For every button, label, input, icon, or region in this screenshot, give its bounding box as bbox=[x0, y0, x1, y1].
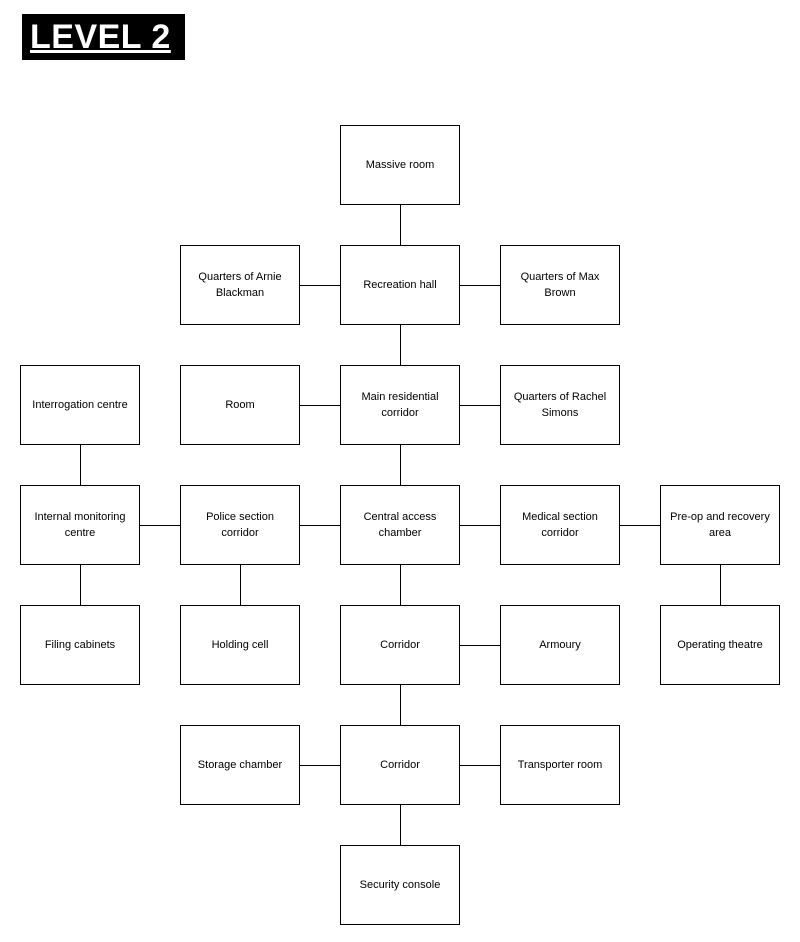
room-label: Room bbox=[225, 399, 255, 411]
room-node-room: Room bbox=[180, 365, 300, 445]
room-node-quarters-rachel-simons: Quarters of Rachel Simons bbox=[500, 365, 620, 445]
room-node-holding-cell: Holding cell bbox=[180, 605, 300, 685]
connector-line bbox=[719, 565, 721, 605]
connector-line bbox=[460, 524, 500, 526]
room-node-police-section-corridor: Police section corridor bbox=[180, 485, 300, 565]
connector-line bbox=[460, 404, 500, 406]
connector-line bbox=[399, 805, 401, 845]
connector-line bbox=[79, 565, 81, 605]
room-label: Holding cell bbox=[211, 639, 269, 651]
room-node-security-console: Security console bbox=[340, 845, 460, 925]
room-node-central-access-chamber: Central access chamber bbox=[340, 485, 460, 565]
connector-line bbox=[460, 764, 500, 766]
room-node-interrogation-centre: Interrogation centre bbox=[20, 365, 140, 445]
room-node-quarters-arnie-blackman: Quarters of Arnie Blackman bbox=[180, 245, 300, 325]
connector-line bbox=[399, 565, 401, 605]
room-label: Corridor bbox=[380, 759, 420, 771]
room-node-main-residential-corridor: Main residential corridor bbox=[340, 365, 460, 445]
connector-line bbox=[399, 685, 401, 725]
connector-line bbox=[460, 644, 500, 646]
room-node-transporter-room: Transporter room bbox=[500, 725, 620, 805]
room-node-corridor-lower: Corridor bbox=[340, 725, 460, 805]
room-label: Armoury bbox=[539, 639, 581, 651]
room-label: Storage chamber bbox=[197, 759, 283, 771]
room-node-armoury: Armoury bbox=[500, 605, 620, 685]
room-label: Massive room bbox=[365, 159, 435, 171]
room-label: Quarters of Max Brown bbox=[520, 271, 600, 299]
room-label: Filing cabinets bbox=[44, 639, 116, 651]
room-label: Interrogation centre bbox=[32, 399, 128, 411]
room-node-massive-room: Massive room bbox=[340, 125, 460, 205]
connector-line bbox=[300, 404, 340, 406]
connector-line bbox=[399, 205, 401, 245]
room-node-pre-op-and-recovery-area: Pre-op and recovery area bbox=[660, 485, 780, 565]
connector-line bbox=[300, 284, 340, 286]
room-node-operating-theatre: Operating theatre bbox=[660, 605, 780, 685]
room-node-corridor-upper: Corridor bbox=[340, 605, 460, 685]
room-label: Transporter room bbox=[517, 759, 603, 771]
connector-line bbox=[239, 565, 241, 605]
room-node-filing-cabinets: Filing cabinets bbox=[20, 605, 140, 685]
room-label: Central access chamber bbox=[363, 511, 437, 539]
room-label: Medical section corridor bbox=[522, 511, 598, 539]
room-label: Quarters of Rachel Simons bbox=[513, 391, 607, 419]
connector-line bbox=[620, 524, 660, 526]
connector-line bbox=[300, 524, 340, 526]
room-label: Police section corridor bbox=[206, 511, 274, 539]
room-node-storage-chamber: Storage chamber bbox=[180, 725, 300, 805]
level-title: LEVEL 2 bbox=[22, 14, 185, 60]
connector-line bbox=[399, 445, 401, 485]
room-node-recreation-hall: Recreation hall bbox=[340, 245, 460, 325]
connector-line bbox=[79, 445, 81, 485]
room-node-internal-monitoring-centre: Internal monitoring centre bbox=[20, 485, 140, 565]
room-label: Main residential corridor bbox=[361, 391, 439, 419]
room-node-medical-section-corridor: Medical section corridor bbox=[500, 485, 620, 565]
room-label: Quarters of Arnie Blackman bbox=[198, 271, 282, 299]
connector-line bbox=[399, 325, 401, 365]
room-label: Internal monitoring centre bbox=[34, 511, 126, 539]
connector-line bbox=[140, 524, 180, 526]
room-label: Security console bbox=[359, 879, 441, 891]
room-label: Operating theatre bbox=[677, 639, 763, 651]
connector-line bbox=[460, 284, 500, 286]
room-label: Pre-op and recovery area bbox=[670, 511, 770, 539]
room-label: Corridor bbox=[380, 639, 420, 651]
room-node-quarters-max-brown: Quarters of Max Brown bbox=[500, 245, 620, 325]
room-label: Recreation hall bbox=[363, 279, 437, 291]
connector-line bbox=[300, 764, 340, 766]
